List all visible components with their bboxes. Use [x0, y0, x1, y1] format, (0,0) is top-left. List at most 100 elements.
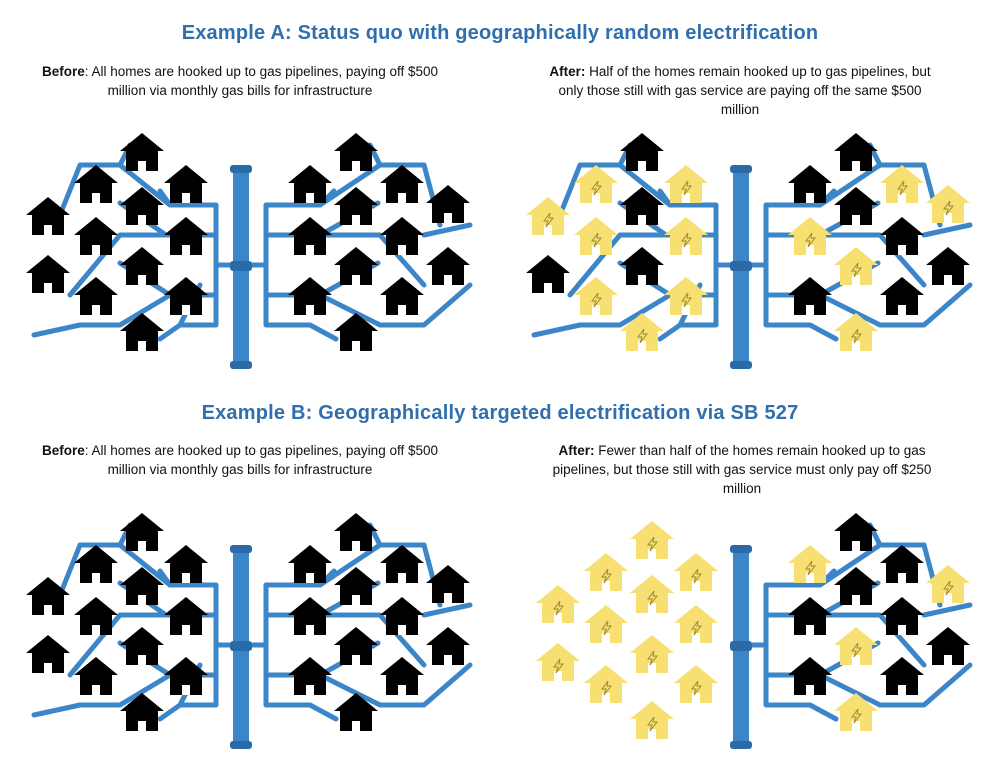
right-branch-pipe — [317, 282, 473, 328]
gas-home-icon — [288, 277, 332, 315]
right-branch-pipe — [921, 222, 973, 238]
lightning-bolt-icon — [851, 708, 863, 724]
gas-home-icon — [880, 217, 924, 255]
electric-home-icon — [584, 665, 628, 703]
main-gas-pipe — [230, 165, 252, 369]
example-b-title: Example B: Geographically targeted elect… — [201, 402, 799, 424]
electric-home-icon — [584, 605, 628, 643]
gas-home-icon — [380, 277, 424, 315]
gas-home-icon — [380, 165, 424, 203]
lightning-bolt-icon — [647, 536, 659, 552]
gas-home-icon — [334, 187, 378, 225]
gas-home-icon — [74, 597, 118, 635]
gas-home-icon — [788, 657, 832, 695]
gas-home-icon — [526, 255, 570, 293]
electric-home-icon — [630, 635, 674, 673]
electric-home-icon — [674, 605, 718, 643]
gas-home-icon — [120, 187, 164, 225]
after-label: After: — [558, 443, 595, 458]
gas-home-icon — [834, 187, 878, 225]
right-branch-pipe — [817, 162, 943, 228]
lightning-bolt-icon — [691, 680, 703, 696]
right-branch-pipe — [817, 542, 943, 608]
gas-home-icon — [26, 255, 70, 293]
electric-home-icon — [574, 165, 618, 203]
electric-home-icon — [536, 585, 580, 623]
left-branch-pipe — [67, 612, 169, 678]
electric-home-icon — [664, 165, 708, 203]
lightning-bolt-icon — [691, 620, 703, 636]
example-a-after-diagram — [526, 133, 973, 369]
gas-home-icon — [834, 567, 878, 605]
lightning-bolt-icon — [591, 232, 603, 248]
lightning-bolt-icon — [897, 180, 909, 196]
gas-home-icon — [334, 513, 378, 551]
lightning-bolt-icon — [647, 716, 659, 732]
gas-home-icon — [164, 165, 208, 203]
after-text: Half of the homes remain hooked up to ga… — [558, 64, 931, 117]
gas-home-icon — [380, 217, 424, 255]
electric-home-icon — [926, 565, 970, 603]
lightning-bolt-icon — [681, 180, 693, 196]
lightning-bolt-icon — [805, 232, 817, 248]
main-gas-pipe — [730, 545, 752, 749]
lightning-bolt-icon — [553, 600, 565, 616]
gas-home-icon — [334, 627, 378, 665]
lightning-bolt-icon — [805, 560, 817, 576]
electric-home-icon — [788, 545, 832, 583]
example-a-before-diagram — [26, 133, 473, 369]
gas-home-icon — [74, 277, 118, 315]
right-branch-pipe — [421, 222, 473, 238]
gas-home-icon — [164, 657, 208, 695]
right-branch-pipe — [817, 662, 973, 708]
gas-home-icon — [288, 545, 332, 583]
lightning-bolt-icon — [851, 328, 863, 344]
before-text: : All homes are hooked up to gas pipelin… — [84, 64, 438, 98]
left-branch-pipe — [57, 162, 173, 218]
electric-home-icon — [630, 521, 674, 559]
gas-home-icon — [120, 567, 164, 605]
electric-home-icon — [834, 627, 878, 665]
lightning-bolt-icon — [647, 590, 659, 606]
gas-home-icon — [880, 545, 924, 583]
electric-home-icon — [584, 553, 628, 591]
left-branch-pipe — [31, 292, 173, 338]
gas-home-icon — [74, 217, 118, 255]
electric-home-icon — [574, 277, 618, 315]
gas-home-icon — [120, 513, 164, 551]
gas-home-icon — [620, 133, 664, 171]
gas-home-icon — [334, 567, 378, 605]
example-a-before-caption: Before: All homes are hooked up to gas p… — [40, 62, 440, 100]
example-b-before-diagram — [26, 513, 473, 749]
gas-home-icon — [288, 597, 332, 635]
gas-home-icon — [334, 247, 378, 285]
gas-home-icon — [380, 597, 424, 635]
gas-home-icon — [834, 513, 878, 551]
electric-home-icon — [664, 217, 708, 255]
gas-home-icon — [288, 165, 332, 203]
electric-home-icon — [926, 185, 970, 223]
gas-home-icon — [120, 693, 164, 731]
gas-home-icon — [164, 217, 208, 255]
electric-home-icon — [536, 643, 580, 681]
electric-home-icon — [574, 217, 618, 255]
electric-home-icon — [620, 313, 664, 351]
before-text: : All homes are hooked up to gas pipelin… — [84, 443, 438, 477]
gas-home-icon — [334, 693, 378, 731]
gas-home-icon — [164, 545, 208, 583]
example-a-title: Example A: Status quo with geographicall… — [181, 22, 819, 44]
gas-home-icon — [164, 277, 208, 315]
gas-home-icon — [620, 187, 664, 225]
lightning-bolt-icon — [943, 200, 955, 216]
electric-home-icon — [630, 701, 674, 739]
left-branch-pipe — [31, 672, 173, 718]
gas-home-icon — [426, 247, 470, 285]
right-branch-pipe — [317, 162, 443, 228]
lightning-bolt-icon — [601, 620, 613, 636]
gas-home-icon — [788, 165, 832, 203]
gas-home-icon — [164, 597, 208, 635]
electric-home-icon — [526, 197, 570, 235]
lightning-bolt-icon — [943, 580, 955, 596]
electric-home-icon — [630, 575, 674, 613]
gas-home-icon — [120, 247, 164, 285]
